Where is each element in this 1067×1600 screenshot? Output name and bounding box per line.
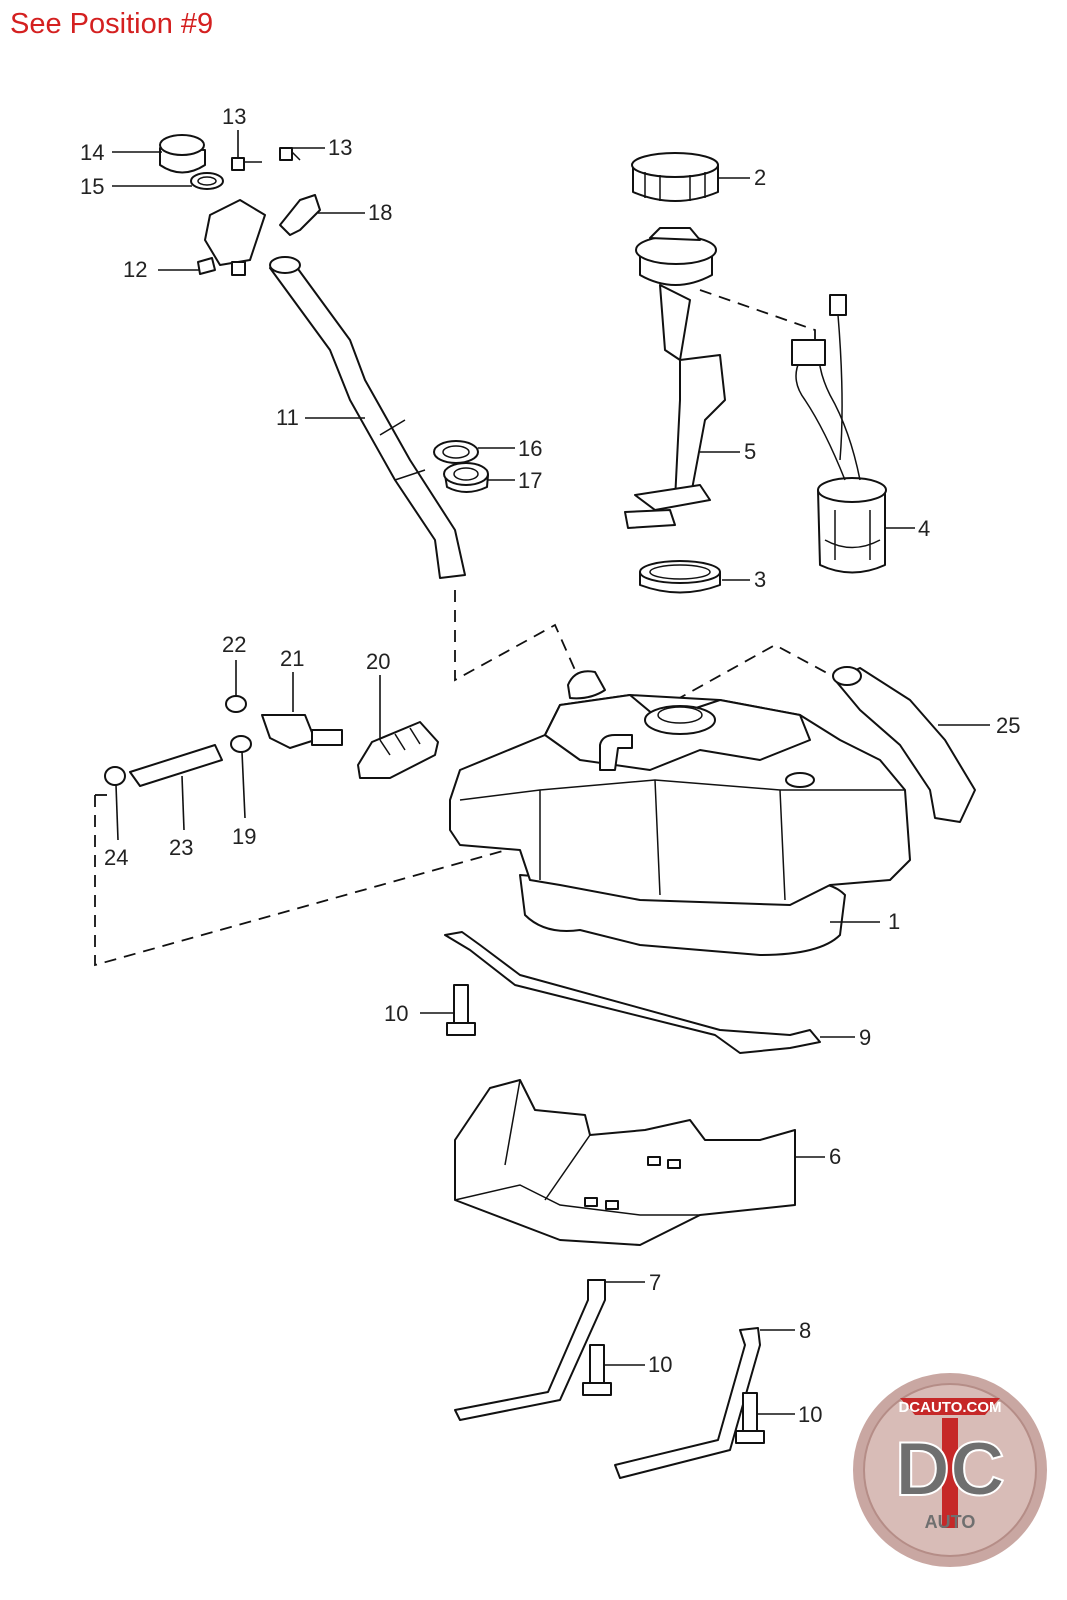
seal-ring [639,560,721,594]
callout-9: 9 [859,1025,871,1050]
callout-8: 8 [799,1318,811,1343]
callout-25: 25 [996,713,1020,738]
callout-13-right: 13 [328,135,352,160]
screw-left [231,157,262,171]
logo-center-stripe [942,1418,958,1528]
callout-19: 19 [232,824,256,849]
fuel-sending-unit [624,227,726,529]
dcauto-logo: DCAUTO.COM DC AUTO [847,1367,1053,1573]
breather-hose [832,666,976,823]
vent-valve [261,714,343,749]
cap-seal [190,172,224,190]
tank-shield [454,1079,796,1246]
hose-clamp-22 [225,695,247,713]
callout-4: 4 [918,516,930,541]
logo-auto-text: AUTO [925,1512,976,1532]
callout-11: 11 [276,405,299,430]
vent-hose [129,744,223,787]
tank-strap-front [614,1327,761,1479]
callout-16: 16 [518,436,542,461]
page-heading: See Position #9 [10,8,214,40]
bolt-upper [446,984,476,1036]
leader-lines [112,130,990,1415]
callout-18: 18 [368,200,392,225]
callout-22: 22 [222,632,246,657]
clamp-bracket [279,194,321,236]
fuel-cap [159,134,206,174]
grommet-small [433,440,479,464]
callout-24: 24 [104,845,128,870]
assembly-guide-lines [94,289,841,967]
callout-20: 20 [366,649,390,674]
filler-neck [269,256,466,579]
callout-labels: 1 2 3 4 5 6 7 8 9 10 10 10 11 12 13 13 1… [80,104,1020,1427]
callout-6: 6 [829,1144,841,1169]
callout-10-lower: 10 [798,1402,822,1427]
screw-right [279,147,301,161]
callout-5: 5 [744,439,756,464]
logo-top-banner [900,1398,1000,1415]
logo-domain-text: DCAUTO.COM [898,1399,1001,1416]
hose-clamp-24 [104,766,126,786]
callout-17: 17 [518,468,542,493]
callout-10-upper: 10 [384,1001,408,1026]
callout-7: 7 [649,1270,661,1295]
fuel-tank [449,670,911,956]
callout-14: 14 [80,140,104,165]
callout-3: 3 [754,567,766,592]
valve-bracket [357,721,439,779]
tank-strap-rear [454,1279,606,1421]
tank-strap-upper [444,931,821,1054]
logo-letters: DC [895,1427,1005,1512]
lock-ring [631,152,719,202]
callout-10-middle: 10 [648,1352,672,1377]
grommet-large [443,462,489,493]
bolt-lower [735,1392,765,1444]
hose-clamp-19 [230,735,252,753]
callout-21: 21 [280,646,304,671]
callout-23: 23 [169,835,193,860]
callout-1: 1 [888,909,900,934]
callout-12: 12 [123,257,147,282]
bolt-middle [582,1344,612,1396]
callout-2: 2 [754,165,766,190]
fuel-pump [791,294,887,574]
filler-housing [197,199,266,276]
callout-13-top: 13 [222,104,246,129]
callout-15: 15 [80,174,104,199]
